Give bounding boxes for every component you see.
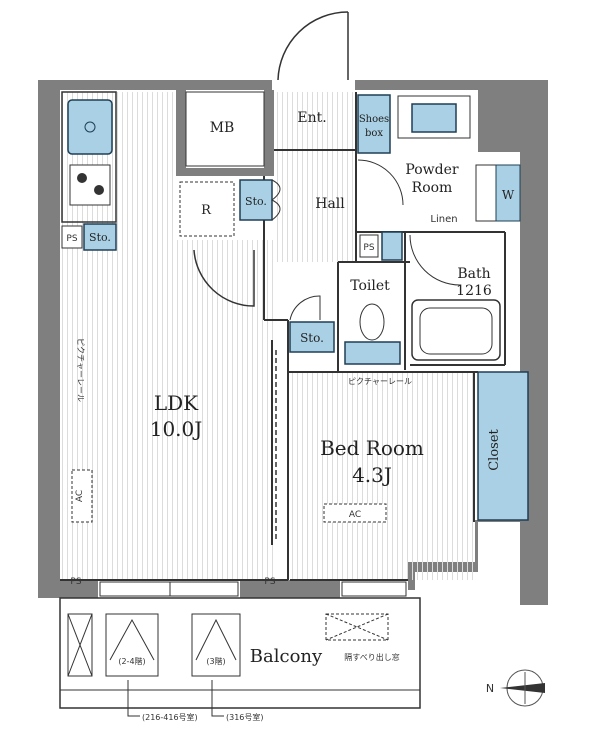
toilet-room: Toilet <box>344 278 401 365</box>
balcony-label: Balcony <box>250 646 323 667</box>
entrance-label: Ent. <box>297 110 326 126</box>
closet-label: Closet <box>487 428 502 470</box>
linen-storage <box>381 231 403 261</box>
windows <box>99 581 407 597</box>
picture-rail-vertical: ピクチャーレール <box>76 338 85 402</box>
balcony <box>59 597 421 709</box>
storage-toilet: Sto. <box>289 295 335 353</box>
closet: Closet <box>477 371 529 521</box>
toilet-label: Toilet <box>350 278 390 294</box>
shoes-box-label-1: Shoes <box>359 114 389 125</box>
ps-toilet: PS <box>359 234 379 258</box>
entrance-door <box>276 11 350 82</box>
storage-hall-label: Sto. <box>245 195 267 208</box>
bedroom-label-1: Bed Room <box>320 436 424 460</box>
shoes-box-label-2: box <box>365 128 383 139</box>
ldk-label-1: LDK <box>154 391 199 415</box>
bath-label-2: 1216 <box>456 283 492 299</box>
stove-icon <box>69 164 111 206</box>
bath-label-1: Bath <box>457 266 490 282</box>
ps-kitchen: PS <box>61 225 83 249</box>
ac-ldk: AC <box>71 469 93 523</box>
refrigerator-space: R <box>179 181 235 237</box>
evac-hatch-note: 隔すべり出し窓 <box>344 652 399 662</box>
ac-ldk-label: AC <box>75 490 85 502</box>
compass-icon <box>500 669 545 707</box>
ps-ldk-label: PS <box>70 577 81 587</box>
ldk-label-2: 10.0J <box>150 417 203 441</box>
picture-rail-horizontal: ピクチャーレール <box>348 377 412 386</box>
interior-walls <box>60 92 506 581</box>
mb-closet: MB <box>185 91 265 167</box>
ps-toilet-label: PS <box>363 243 374 253</box>
ps-bed-label: PS <box>264 577 275 587</box>
refrigerator-label: R <box>201 203 212 218</box>
floors-b-note: (3階) <box>206 656 225 666</box>
mb-label: MB <box>210 120 235 136</box>
exterior-walls <box>38 80 548 605</box>
washer-label: W <box>502 188 515 202</box>
ldk-door <box>193 249 255 307</box>
kitchen-counter <box>61 91 117 223</box>
compass-north-label: N <box>486 682 494 695</box>
ac-bedroom-label: AC <box>349 510 361 520</box>
linen-label: Linen <box>430 214 457 225</box>
ps-label: PS <box>66 234 77 244</box>
shoes-box: Shoes box <box>357 94 391 154</box>
storage-kitchen: Sto. <box>83 223 117 251</box>
storage-hall: Sto. <box>239 179 281 221</box>
hall-label: Hall <box>315 196 345 212</box>
units-b-note: (316号室) <box>226 712 264 722</box>
ac-bedroom: AC <box>323 503 387 523</box>
storage-toilet-label: Sto. <box>300 331 324 345</box>
floors-a-note: (2-4階) <box>118 656 145 666</box>
leader-lines <box>127 680 224 717</box>
washer-space: W <box>475 164 521 222</box>
bath-room: Bath 1216 <box>409 234 501 361</box>
bedroom-label-2: 4.3J <box>352 463 392 487</box>
storage-label: Sto. <box>89 231 111 244</box>
powder-room: Powder Room <box>357 95 471 206</box>
powder-room-label-1: Powder <box>405 162 459 178</box>
units-a-note: (216-416号室) <box>142 712 198 722</box>
powder-room-label-2: Room <box>412 180 453 196</box>
